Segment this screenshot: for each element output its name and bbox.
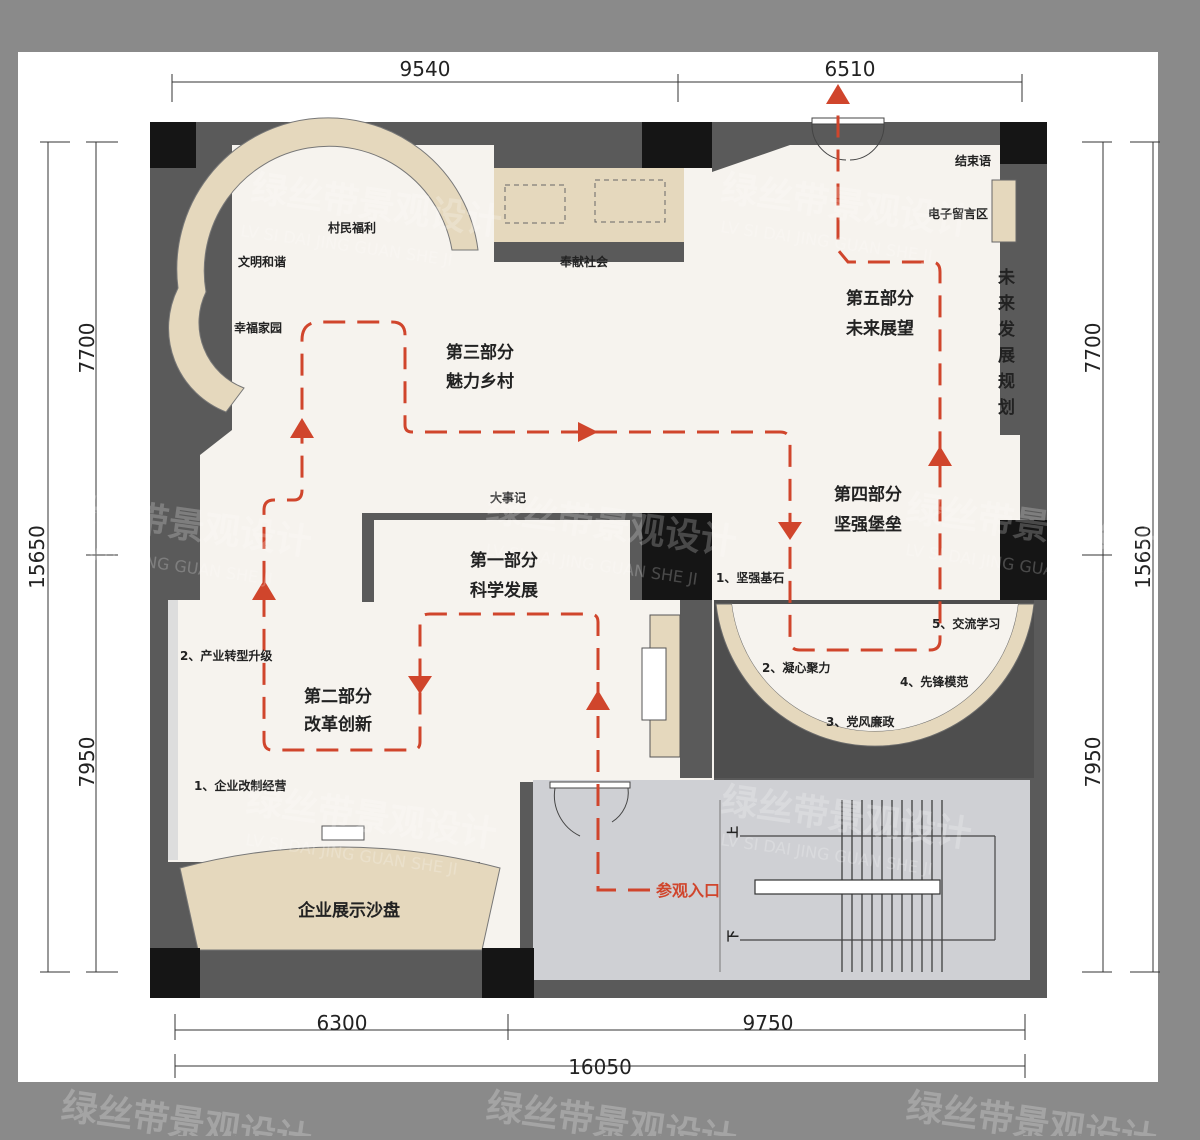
label-s2-item1: 1、企业改制经营 xyxy=(194,778,286,793)
structural-columns xyxy=(150,122,1047,998)
section5-name: 未来展望 xyxy=(845,318,914,339)
party-building-stage xyxy=(732,604,1018,732)
label-s4-item2: 2、凝心聚力 xyxy=(762,660,830,675)
section3-title: 第三部分 xyxy=(446,342,514,363)
label-jieshu: 结束语 xyxy=(955,153,991,168)
dim-right-total: 15650 xyxy=(1131,525,1155,589)
village-curved-exhibit-wall xyxy=(168,117,479,413)
dim-bottom-left: 6300 xyxy=(317,1011,368,1035)
svg-text:划: 划 xyxy=(998,397,1015,418)
label-fengxian: 奉献社会 xyxy=(559,254,609,269)
dimension-lines xyxy=(40,74,1160,1078)
dedication-display xyxy=(494,168,684,242)
section4-title: 第四部分 xyxy=(834,484,902,505)
dim-left-upper: 7700 xyxy=(75,323,99,374)
section1-name: 科学发展 xyxy=(470,580,538,601)
section5-title: 第五部分 xyxy=(846,288,914,309)
route-arrows xyxy=(252,84,952,710)
svg-text:绿丝带景观设计: 绿丝带景观设计 xyxy=(59,1086,314,1136)
label-s4-item3: 3、党风廉政 xyxy=(826,714,895,729)
entrance-label: 参观入口 xyxy=(656,881,720,900)
message-board xyxy=(991,179,1017,243)
svg-text:绿丝带景观设计: 绿丝带景观设计 xyxy=(484,1086,739,1136)
dim-top-left: 9540 xyxy=(400,57,451,81)
dim-right-lower: 7950 xyxy=(1081,737,1105,788)
stair-up-label: 上 xyxy=(725,826,740,838)
left-wall-panel xyxy=(168,600,178,860)
svg-text:绿丝带景观设计: 绿丝带景观设计 xyxy=(904,1086,1159,1136)
svg-text:未: 未 xyxy=(997,267,1015,288)
dim-left-lower: 7950 xyxy=(75,737,99,788)
label-dashiji: 大事记 xyxy=(490,490,526,505)
svg-text:来: 来 xyxy=(997,293,1016,314)
dim-top-right: 6510 xyxy=(825,57,876,81)
label-dianzi: 电子留言区 xyxy=(928,206,988,221)
section2-title: 第二部分 xyxy=(304,686,372,707)
staircase xyxy=(719,800,996,972)
label-s4-item1: 1、坚强基石 xyxy=(716,570,784,585)
dim-right-upper: 7700 xyxy=(1081,323,1105,374)
dim-bottom-total: 16050 xyxy=(568,1055,632,1079)
sand-table-marker xyxy=(321,825,365,841)
future-plan-vertical-label: 未 来 发 展 规 划 xyxy=(997,267,1016,418)
visitor-route xyxy=(262,100,942,892)
section1-title: 第一部分 xyxy=(470,550,538,571)
section2-name: 改革创新 xyxy=(304,714,372,735)
label-wenming: 文明和谐 xyxy=(238,254,286,269)
svg-text:发: 发 xyxy=(997,319,1016,340)
label-xingfu: 幸福家园 xyxy=(234,320,282,335)
first-section-alcove xyxy=(374,520,630,600)
section4-name: 坚强堡垒 xyxy=(834,514,902,535)
section3-name: 魅力乡村 xyxy=(446,371,514,392)
label-shapan: 企业展示沙盘 xyxy=(297,900,400,921)
stair-down-label: 下 xyxy=(726,930,740,942)
label-s2-item2: 2、产业转型升级 xyxy=(180,648,272,663)
dim-left-total: 15650 xyxy=(25,525,49,589)
label-s4-item5: 5、交流学习 xyxy=(932,616,1000,631)
svg-text:展: 展 xyxy=(998,346,1015,366)
svg-text:规: 规 xyxy=(998,372,1015,392)
label-s4-item4: 4、先锋模范 xyxy=(900,674,968,689)
doors xyxy=(549,117,885,837)
label-cunmin: 村民福利 xyxy=(328,220,376,235)
sand-table xyxy=(179,846,501,951)
dim-bottom-right: 9750 xyxy=(743,1011,794,1035)
